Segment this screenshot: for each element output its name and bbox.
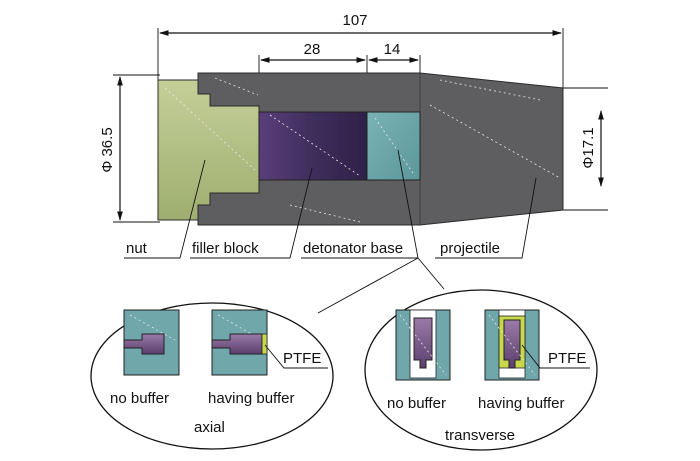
dim-filler-length: 28 [304, 41, 321, 58]
leader-filler-block [190, 167, 313, 259]
nut-hatch [164, 87, 256, 171]
label-filler-block: filler block [192, 240, 259, 257]
filler-hatch [269, 114, 361, 177]
filler-block-part [258, 111, 368, 181]
label-axial-no-buffer: no buffer [110, 390, 169, 407]
label-axial-having-buffer: having buffer [208, 390, 294, 407]
dim-overall-length: 107 [342, 12, 367, 29]
label-nut: nut [126, 240, 148, 257]
axial-no-buffer-hatch [129, 314, 176, 341]
axial-ptfe-buffer [261, 333, 268, 355]
projectile-hatch-3 [289, 204, 361, 223]
leader-transverse-ptfe [521, 344, 590, 369]
label-transverse-no-buffer: no buffer [387, 395, 446, 412]
label-transverse-group: transverse [445, 427, 515, 444]
label-axial-group: axial [194, 419, 225, 436]
label-transverse-ptfe: PTFE [548, 350, 586, 367]
transverse-no-buffer-detonator [413, 317, 433, 369]
dim-outer-diameter: Φ 36.5 [99, 127, 116, 172]
label-transverse-having-buffer: having buffer [478, 395, 564, 412]
dim-inner-diameter: Φ17.1 [580, 127, 597, 168]
callout-line-transverse [417, 257, 445, 290]
label-detonator-base: detonator base [303, 240, 403, 257]
nut-part [157, 79, 260, 221]
leader-nut [124, 159, 206, 259]
label-axial-ptfe: PTFE [283, 350, 321, 367]
label-projectile: projectile [440, 240, 500, 257]
axial-buffer-hatch [217, 314, 263, 341]
axial-no-buffer-detonator [123, 333, 165, 355]
detonator-hatch [374, 117, 416, 177]
leader-axial-ptfe [264, 344, 328, 369]
leader-projectile [435, 177, 537, 259]
callout-line-axial [317, 257, 419, 314]
dim-detonator-length: 14 [384, 41, 401, 58]
transverse-buffer-detonator [503, 319, 521, 369]
detonator-base-part [366, 111, 421, 181]
projectile-hatch-4 [439, 79, 541, 101]
